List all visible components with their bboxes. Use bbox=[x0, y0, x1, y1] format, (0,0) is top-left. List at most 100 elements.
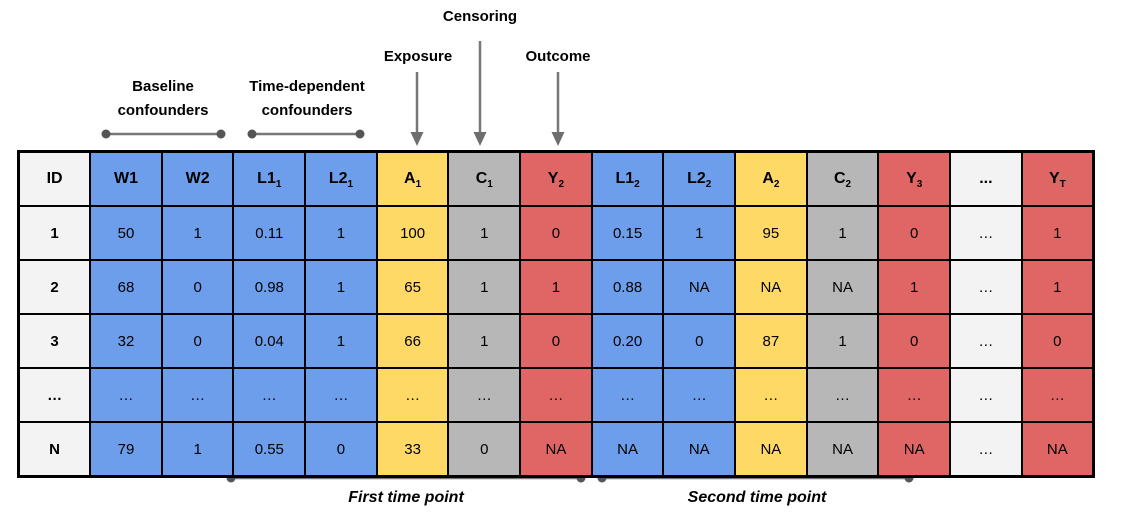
table-cell: NA bbox=[805, 259, 880, 315]
table-cell: 1 bbox=[447, 313, 522, 369]
table-cell: 65 bbox=[375, 259, 450, 315]
table-cell: 0 bbox=[447, 421, 522, 478]
exposure-label: Exposure bbox=[383, 48, 453, 65]
header-cell: A1 bbox=[375, 150, 450, 207]
table-cell: 1 bbox=[447, 259, 522, 315]
table-cell: 0.98 bbox=[232, 259, 307, 315]
table-cell: 1 bbox=[1020, 259, 1095, 315]
header-cell: L12 bbox=[590, 150, 665, 207]
table-cell: … bbox=[877, 367, 952, 423]
table-cell: 0.20 bbox=[590, 313, 665, 369]
table-cell: NA bbox=[805, 421, 880, 478]
table-cell: 0 bbox=[662, 313, 737, 369]
table-cell: 0 bbox=[519, 313, 593, 369]
header-cell: ... bbox=[949, 150, 1023, 207]
header-cell: L11 bbox=[232, 150, 307, 207]
table-cell: 0.88 bbox=[590, 259, 665, 315]
table-cell: 1 bbox=[447, 205, 522, 261]
table-cell: 0 bbox=[160, 259, 235, 315]
table-cell: 0 bbox=[519, 205, 593, 261]
header-cell: Y3 bbox=[877, 150, 952, 207]
table-cell: 1 bbox=[519, 259, 593, 315]
table-cell: … bbox=[949, 421, 1023, 478]
table-cell: N bbox=[17, 421, 92, 478]
table-cell: 1 bbox=[662, 205, 737, 261]
table-cell: 100 bbox=[375, 205, 450, 261]
time-dependent-confounders-label: Time-dependent confounders bbox=[249, 78, 365, 119]
header-cell: A2 bbox=[734, 150, 808, 207]
table-cell: … bbox=[949, 259, 1023, 315]
table-cell: 1 bbox=[805, 313, 880, 369]
table-cell: … bbox=[662, 367, 737, 423]
censoring-arrow-icon bbox=[473, 41, 487, 146]
table-cell: NA bbox=[734, 259, 808, 315]
header-cell: L21 bbox=[304, 150, 378, 207]
table-cell: 50 bbox=[89, 205, 163, 261]
table-cell: NA bbox=[734, 421, 808, 478]
header-cell: ID bbox=[17, 150, 92, 207]
table-cell: NA bbox=[662, 259, 737, 315]
table-cell: … bbox=[17, 367, 92, 423]
table-cell: 87 bbox=[734, 313, 808, 369]
baseline-confounders-label: Baseline confounders bbox=[117, 78, 209, 119]
table-cell: 1 bbox=[304, 259, 378, 315]
table-row: ……………………………………… bbox=[17, 367, 1095, 423]
first-time-point-label: First time point bbox=[348, 489, 464, 506]
table-cell: 68 bbox=[89, 259, 163, 315]
table-cell: 1 bbox=[17, 205, 92, 261]
table-cell: … bbox=[949, 205, 1023, 261]
table-cell: … bbox=[734, 367, 808, 423]
table-cell: 0.11 bbox=[232, 205, 307, 261]
table-cell: NA bbox=[1020, 421, 1095, 478]
header-cell: Y2 bbox=[519, 150, 593, 207]
table-cell: … bbox=[89, 367, 163, 423]
table-cell: 1 bbox=[304, 313, 378, 369]
table-cell: 66 bbox=[375, 313, 450, 369]
table-cell: … bbox=[805, 367, 880, 423]
header-cell: C1 bbox=[447, 150, 522, 207]
time-dependent-confounders-bracket bbox=[247, 129, 365, 139]
table-cell: 2 bbox=[17, 259, 92, 315]
table-cell: 1 bbox=[877, 259, 952, 315]
header-cell: L22 bbox=[662, 150, 737, 207]
header-cell: C2 bbox=[805, 150, 880, 207]
table-cell: … bbox=[590, 367, 665, 423]
table-cell: 0 bbox=[304, 421, 378, 478]
table-cell: 0.04 bbox=[232, 313, 307, 369]
table-cell: 1 bbox=[1020, 205, 1095, 261]
table-cell: NA bbox=[590, 421, 665, 478]
table-cell: NA bbox=[662, 421, 737, 478]
header-cell: W2 bbox=[160, 150, 235, 207]
table-cell: 0 bbox=[877, 313, 952, 369]
table-cell: 1 bbox=[805, 205, 880, 261]
table-cell: 0.55 bbox=[232, 421, 307, 478]
table-cell: 1 bbox=[160, 205, 235, 261]
table-cell: 79 bbox=[89, 421, 163, 478]
table-cell: 0.15 bbox=[590, 205, 665, 261]
outcome-arrow-icon bbox=[551, 72, 565, 146]
table-cell: … bbox=[304, 367, 378, 423]
table-cell: … bbox=[519, 367, 593, 423]
table-cell: … bbox=[160, 367, 235, 423]
table-cell: 1 bbox=[304, 205, 378, 261]
outcome-label: Outcome bbox=[525, 48, 591, 65]
baseline-confounders-bracket bbox=[101, 129, 226, 139]
table-cell: … bbox=[232, 367, 307, 423]
table-cell: 33 bbox=[375, 421, 450, 478]
table-cell: NA bbox=[519, 421, 593, 478]
table-cell: … bbox=[447, 367, 522, 423]
header-cell: W1 bbox=[89, 150, 163, 207]
table-cell: NA bbox=[877, 421, 952, 478]
table-cell: 1 bbox=[160, 421, 235, 478]
table-cell: … bbox=[949, 367, 1023, 423]
exposure-arrow-icon bbox=[410, 72, 424, 146]
table-cell: 0 bbox=[1020, 313, 1095, 369]
table-cell: … bbox=[1020, 367, 1095, 423]
